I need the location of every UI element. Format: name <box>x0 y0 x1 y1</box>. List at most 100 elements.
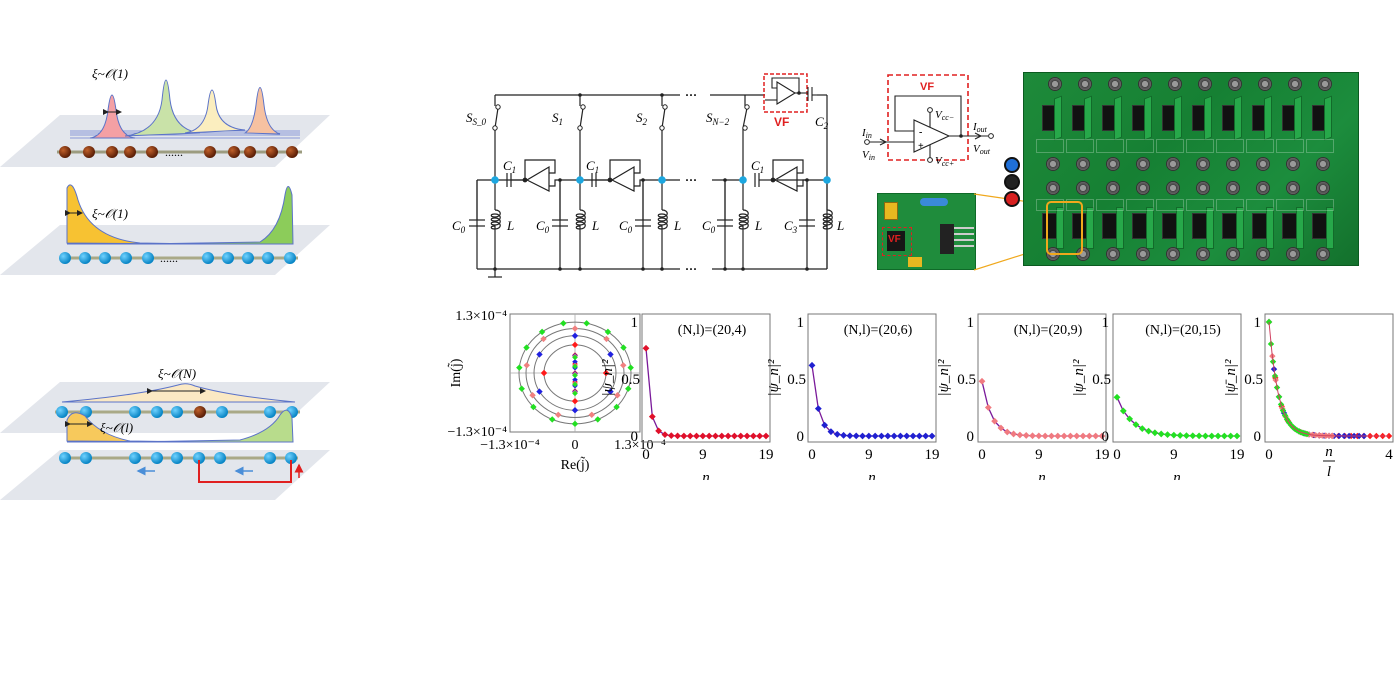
cap-label-c0: C0 <box>452 218 466 235</box>
plug-in-module <box>1236 207 1244 249</box>
data-point <box>648 413 656 421</box>
data-point <box>603 335 610 343</box>
bnc-connector <box>1316 247 1330 261</box>
data-point <box>743 432 751 440</box>
data-point <box>1126 415 1134 423</box>
lattice-site-blue <box>56 406 68 418</box>
data-point <box>571 407 579 414</box>
x-tick: 0 <box>808 447 816 463</box>
xi-label-3: ξ~𝒪(N) <box>158 366 196 381</box>
data-point <box>699 432 707 440</box>
lattice-site-brown <box>228 146 240 158</box>
xi-label-4: ξ~𝒪(l) <box>100 420 133 435</box>
data-point <box>833 430 841 438</box>
y-tick: 1 <box>967 315 975 331</box>
inductor-label: L <box>591 218 599 233</box>
lattice-site-blue <box>120 252 132 264</box>
y-tick: 0 <box>1254 429 1262 445</box>
data-point <box>594 416 601 423</box>
y-axis-label: |ψ_n|² <box>1071 359 1087 397</box>
data-point <box>756 432 764 440</box>
data-point <box>620 344 627 351</box>
x-tick: 9 <box>699 447 707 463</box>
vf-chip-highlight: VF <box>882 227 912 256</box>
lattice-site-blue <box>222 252 234 264</box>
ellipsis-bottom: ··· <box>685 262 697 276</box>
data-point <box>1098 432 1106 440</box>
lattice-site-brown <box>266 146 278 158</box>
data-point <box>1048 432 1055 440</box>
feedback-link <box>198 460 292 483</box>
x-tick: 19 <box>759 447 774 463</box>
lattice-site-brown <box>106 146 118 158</box>
data-point <box>1195 432 1203 440</box>
data-point <box>667 432 675 440</box>
data-point <box>1220 432 1228 440</box>
plot-annotation: (N,l)=(20,15) <box>1145 323 1221 338</box>
bnc-connector <box>1106 157 1120 171</box>
plot-frame <box>977 313 1107 443</box>
lattice-site-blue <box>171 406 183 418</box>
y-tick: 1 <box>1254 315 1262 331</box>
lattice-site-blue <box>151 406 163 418</box>
data-point <box>571 325 579 332</box>
switch-label-sn2: SN−2 <box>706 110 730 127</box>
y-axis-label: |ψ_n|² <box>766 359 782 397</box>
y-tick: 0.5 <box>621 372 640 388</box>
plug-in-module <box>1144 95 1152 141</box>
x-axis-label: n <box>868 470 876 480</box>
data-point <box>1151 429 1159 437</box>
data-point <box>529 392 536 399</box>
plug-in-module <box>1114 95 1122 141</box>
vcc-plus-label: Vcc+ <box>935 155 954 168</box>
data-point <box>1029 432 1036 440</box>
data-point <box>897 432 904 440</box>
data-point <box>991 417 999 425</box>
plot-frame <box>1264 313 1394 443</box>
data-point <box>928 432 936 440</box>
data-point <box>997 424 1005 432</box>
data-point <box>1170 431 1178 439</box>
trace-box <box>1276 199 1304 211</box>
bnc-connector <box>1286 247 1300 261</box>
trace-box <box>1066 199 1094 211</box>
lattice-site-blue <box>80 452 92 464</box>
site-chain <box>59 252 296 264</box>
bnc-connector <box>1046 181 1060 195</box>
vcc-minus-label: Vcc− <box>935 109 954 122</box>
x-tick: 19 <box>925 447 940 463</box>
lattice-site-blue <box>151 452 163 464</box>
x-tick: 9 <box>1035 447 1043 463</box>
bnc-connector <box>1106 247 1120 261</box>
x-tick: 9 <box>1170 447 1178 463</box>
y-tick: 0 <box>967 429 975 445</box>
y-tick: 1.3×10⁻⁴ <box>455 309 507 324</box>
lattice-site-blue <box>284 252 296 264</box>
bnc-connector <box>1258 77 1272 91</box>
trace-box <box>1156 139 1184 153</box>
data-point <box>1060 432 1068 440</box>
bnc-connector <box>1318 77 1332 91</box>
switch-label-s2: S2 <box>636 110 648 127</box>
plot-frame <box>1112 313 1242 443</box>
trace-box <box>1246 139 1274 153</box>
cap-label-c3: C3 <box>784 218 798 235</box>
data-point <box>1233 432 1241 440</box>
x-axis-label-numerator: n <box>1325 444 1333 460</box>
data-point <box>1157 430 1165 438</box>
bnc-connector <box>1288 77 1302 91</box>
x-tick: 0 <box>978 447 986 463</box>
ellipsis-top: ··· <box>685 88 697 102</box>
cap-label-c0: C0 <box>619 218 633 235</box>
plug-in-module <box>1174 95 1182 141</box>
bnc-connector <box>1228 77 1242 91</box>
vf-module-photo: VF <box>877 193 976 270</box>
vf-detail-diagram: VF - + Iin Vin Iout Vout Vcc− Vcc+ <box>861 74 994 168</box>
series-line <box>1116 396 1237 437</box>
trace-box <box>1036 139 1064 153</box>
series-line <box>811 365 932 437</box>
lattice-site-brown <box>194 406 206 418</box>
data-point <box>614 392 621 399</box>
data-point <box>1227 432 1235 440</box>
cap-label-c1: C1 <box>751 158 764 175</box>
